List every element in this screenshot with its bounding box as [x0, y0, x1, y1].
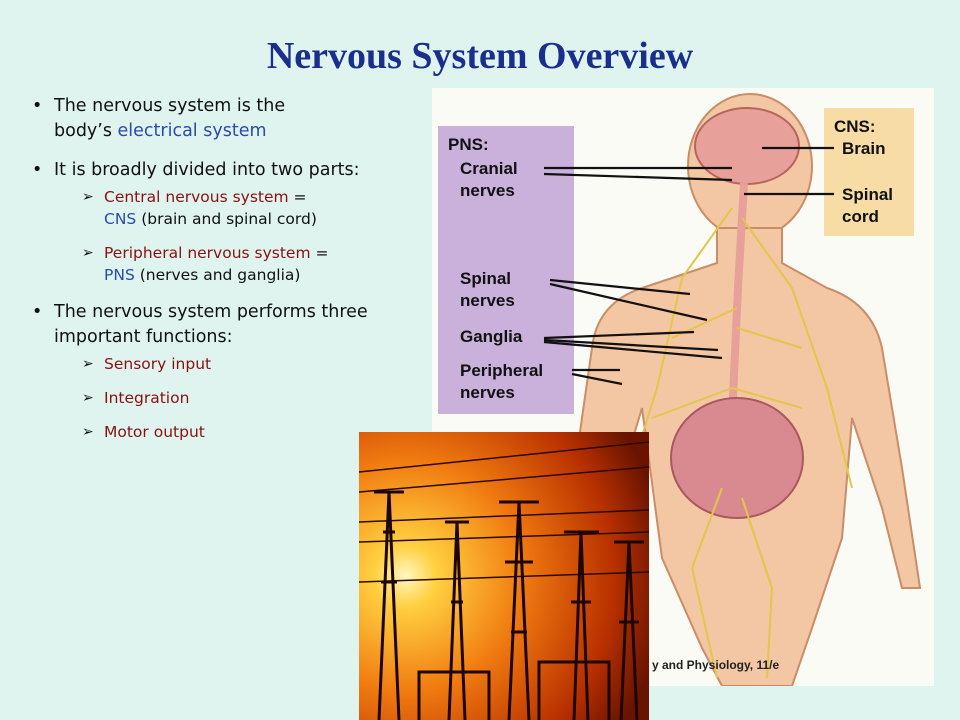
sub-bullet-cns: Central nervous system = CNS (brain and … — [54, 186, 398, 230]
cns-label-box — [824, 108, 914, 236]
function-integration: Integration — [54, 387, 398, 409]
cns-label-spinal: Spinal — [842, 185, 893, 204]
sub-bullet-pns: Peripheral nervous system = PNS (nerves … — [54, 242, 398, 286]
power-lines-photo — [359, 432, 649, 720]
intestines-shape — [670, 397, 804, 519]
power-lines-image — [359, 432, 649, 720]
bullet-text: The nervous system is the — [54, 96, 286, 116]
cns-leader-lines — [744, 146, 834, 196]
desc-pns: (nerves and ganglia) — [134, 266, 301, 284]
anatomy-illustration: PNS: Cranial nerves Spinal nerves Gangli… — [438, 93, 922, 687]
pns-label-peripheral-nerves: nerves — [460, 383, 515, 402]
function-sensory-input: Sensory input — [54, 353, 398, 375]
pns-heading: PNS: — [448, 135, 489, 154]
brain-shape — [694, 107, 800, 185]
pns-label-spinal-nerves: nerves — [460, 291, 515, 310]
term-cns: Central nervous system — [104, 188, 289, 206]
pns-label-ganglia: Ganglia — [460, 327, 523, 346]
pns-leader-lines — [543, 166, 733, 386]
cns-label-brain: Brain — [842, 139, 885, 158]
term-pns: Peripheral nervous system — [104, 244, 311, 262]
cns-heading: CNS: — [834, 117, 876, 136]
page-title: Nervous System Overview — [266, 35, 694, 77]
abbr-cns: CNS — [104, 210, 137, 228]
nervous-system-figure: PNS: Cranial nerves Spinal nerves Gangli… — [432, 88, 934, 687]
figure-credit: y and Physiology, 11/e — [652, 658, 780, 672]
bullet-text: The nervous system performs three import… — [54, 302, 368, 347]
bullet-electrical-system: The nervous system is the body’s electri… — [28, 94, 398, 144]
highlight-electrical-system: electrical system — [117, 121, 267, 141]
cns-label-cord: cord — [842, 207, 879, 226]
abbr-pns: PNS — [104, 266, 135, 284]
bullet-text: It is broadly divided into two parts: — [54, 160, 360, 180]
pns-label-cranial: Cranial — [460, 159, 518, 178]
pns-label-spinal: Spinal — [460, 269, 511, 288]
equals-text: = — [310, 244, 329, 262]
bullet-list: The nervous system is the body’s electri… — [28, 94, 398, 457]
equals-text: = — [288, 188, 307, 206]
bullet-functions: The nervous system performs three import… — [28, 300, 398, 443]
bullet-divisions: It is broadly divided into two parts: Ce… — [28, 158, 398, 286]
bullet-text: body’s — [54, 121, 118, 141]
nerve-lines — [601, 207, 853, 679]
desc-cns: (brain and spinal cord) — [136, 210, 317, 228]
pns-label-cranial-nerves: nerves — [460, 181, 515, 200]
pns-label-peripheral: Peripheral — [460, 361, 543, 380]
function-motor-output: Motor output — [54, 421, 398, 443]
